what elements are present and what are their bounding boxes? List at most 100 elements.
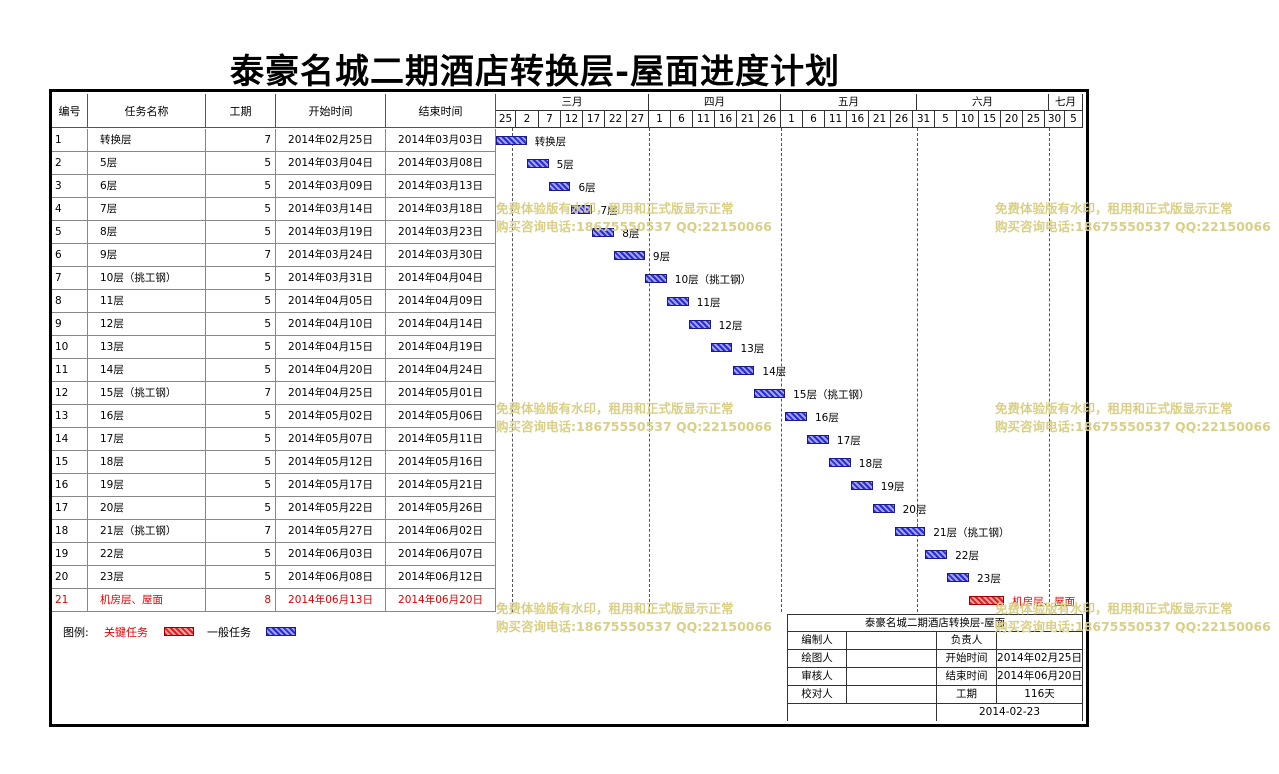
gantt-frame xyxy=(49,89,1089,727)
owner-value xyxy=(997,632,1083,650)
task-name[interactable]: 11层 xyxy=(88,290,206,313)
gantt-bar[interactable] xyxy=(828,458,851,467)
column-header-duration: 工期 xyxy=(206,94,276,128)
task-end: 2014年06月07日 xyxy=(386,543,496,566)
task-name[interactable]: 13层 xyxy=(88,336,206,359)
task-name[interactable]: 5层 xyxy=(88,152,206,175)
gantt-bar[interactable] xyxy=(570,205,593,214)
task-id: 2 xyxy=(52,152,88,175)
task-duration: 5 xyxy=(206,543,276,566)
column-header-name: 任务名称 xyxy=(88,94,206,128)
task-name[interactable]: 19层 xyxy=(88,474,206,497)
gantt-bar-label: 14层 xyxy=(762,366,787,378)
task-duration: 5 xyxy=(206,451,276,474)
gantt-bar-label: 9层 xyxy=(652,251,671,263)
task-end: 2014年04月24日 xyxy=(386,359,496,382)
task-name[interactable]: 10层（挑工钢） xyxy=(88,267,206,290)
gantt-bar-label: 11层 xyxy=(696,297,721,309)
task-name[interactable]: 14层 xyxy=(88,359,206,382)
task-name[interactable]: 22层 xyxy=(88,543,206,566)
task-duration: 5 xyxy=(206,428,276,451)
gantt-bar[interactable] xyxy=(496,136,527,145)
task-id: 14 xyxy=(52,428,88,451)
month-header: 四月 xyxy=(649,94,781,111)
gantt-bar[interactable] xyxy=(947,573,969,582)
task-start: 2014年06月08日 xyxy=(276,566,386,589)
column-header-id: 编号 xyxy=(52,94,88,128)
task-name[interactable]: 机房层、屋面 xyxy=(88,589,206,612)
gantt-bar[interactable] xyxy=(872,504,895,513)
gantt-bar[interactable] xyxy=(526,159,549,168)
grid-line xyxy=(512,128,513,612)
task-duration: 7 xyxy=(206,129,276,152)
gantt-bar[interactable] xyxy=(592,228,615,237)
task-end: 2014年05月16日 xyxy=(386,451,496,474)
gantt-bar-label: 8层 xyxy=(622,228,640,240)
task-name[interactable]: 8层 xyxy=(88,221,206,244)
gantt-bar[interactable] xyxy=(925,550,948,559)
task-id: 12 xyxy=(52,382,88,405)
end-value: 2014年06月20日 xyxy=(997,668,1083,686)
task-name[interactable]: 转换层 xyxy=(88,129,206,152)
task-name[interactable]: 9层 xyxy=(88,244,206,267)
task-name[interactable]: 12层 xyxy=(88,313,206,336)
task-end: 2014年06月02日 xyxy=(386,520,496,543)
task-start: 2014年04月25日 xyxy=(276,382,386,405)
task-id: 16 xyxy=(52,474,88,497)
gantt-bar[interactable] xyxy=(732,366,755,375)
gantt-bar[interactable] xyxy=(894,527,926,536)
gantt-bar[interactable] xyxy=(969,596,1004,605)
day-header: 6 xyxy=(803,111,825,128)
day-header: 20 xyxy=(1001,111,1023,128)
task-name[interactable]: 20层 xyxy=(88,497,206,520)
gantt-bar[interactable] xyxy=(785,412,807,421)
task-end: 2014年04月19日 xyxy=(386,336,496,359)
task-id: 18 xyxy=(52,520,88,543)
task-name[interactable]: 6层 xyxy=(88,175,206,198)
task-name[interactable]: 7层 xyxy=(88,198,206,221)
gantt-bar[interactable] xyxy=(548,182,571,191)
task-name[interactable]: 23层 xyxy=(88,566,206,589)
task-name[interactable]: 16层 xyxy=(88,405,206,428)
gantt-bar[interactable] xyxy=(644,274,667,283)
task-duration: 7 xyxy=(206,520,276,543)
editor-value xyxy=(847,632,937,650)
task-id: 7 xyxy=(52,267,88,290)
task-name[interactable]: 21层（挑工钢） xyxy=(88,520,206,543)
task-end: 2014年06月20日 xyxy=(386,589,496,612)
gantt-bar-label: 机房层、屋面 xyxy=(1012,596,1076,608)
day-header: 30 xyxy=(1045,111,1065,128)
task-name[interactable]: 15层（挑工钢） xyxy=(88,382,206,405)
task-duration: 5 xyxy=(206,566,276,589)
task-duration: 7 xyxy=(206,382,276,405)
day-header: 7 xyxy=(539,111,561,128)
task-id: 17 xyxy=(52,497,88,520)
day-header: 26 xyxy=(759,111,781,128)
task-duration: 5 xyxy=(206,290,276,313)
gantt-bar-label: 6层 xyxy=(578,182,596,194)
day-header: 25 xyxy=(1023,111,1045,128)
month-header: 五月 xyxy=(781,94,917,111)
task-start: 2014年03月19日 xyxy=(276,221,386,244)
gantt-bar[interactable] xyxy=(807,435,829,444)
drawer-value xyxy=(847,650,937,668)
task-name[interactable]: 18层 xyxy=(88,451,206,474)
duration-value: 116天 xyxy=(997,686,1083,704)
title-block-heading: 泰豪名城二期酒店转换层-屋面 xyxy=(787,614,1083,632)
task-start: 2014年05月27日 xyxy=(276,520,386,543)
task-name[interactable]: 17层 xyxy=(88,428,206,451)
task-id: 13 xyxy=(52,405,88,428)
day-header: 5 xyxy=(1065,111,1083,128)
gantt-bar[interactable] xyxy=(614,251,645,260)
blank-cell xyxy=(787,704,937,721)
gantt-bar[interactable] xyxy=(666,297,689,306)
gantt-bar[interactable] xyxy=(710,343,733,352)
gantt-bar-label: 18层 xyxy=(858,458,883,470)
gantt-bar-label: 12层 xyxy=(718,320,743,332)
task-end: 2014年05月06日 xyxy=(386,405,496,428)
gantt-bar[interactable] xyxy=(688,320,711,329)
task-start: 2014年02月25日 xyxy=(276,129,386,152)
gantt-bar[interactable] xyxy=(754,389,786,398)
gantt-bar[interactable] xyxy=(850,481,873,490)
task-start: 2014年05月17日 xyxy=(276,474,386,497)
